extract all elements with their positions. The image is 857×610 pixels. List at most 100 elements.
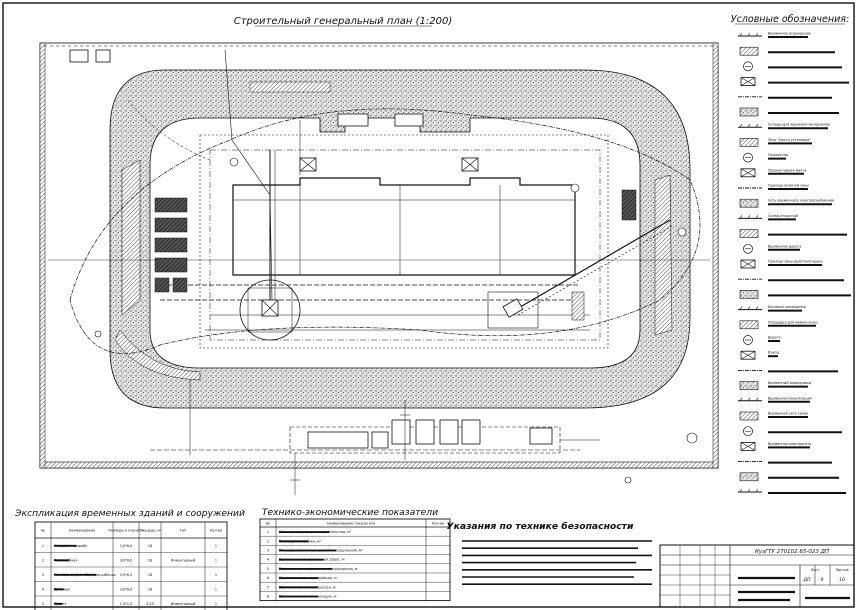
tower-crane-right [487, 219, 673, 329]
legend-item: Прожекторная мачта [740, 168, 806, 178]
explication-cell: 1 [215, 544, 217, 548]
tep-cell: 2 [267, 539, 269, 543]
legend-item: Временный водопровод [739, 381, 812, 390]
stamp-sheet: 9 [821, 577, 824, 583]
explication-cell: 1 [215, 573, 217, 577]
safety-notes [462, 540, 652, 586]
fence-line-icon [738, 32, 762, 37]
crosshatch-box-icon [738, 488, 762, 493]
circle-sign-icon [739, 138, 759, 147]
legend-item [739, 107, 839, 117]
tep-cell: 5 [267, 567, 269, 571]
legend-item [739, 472, 839, 482]
explication-header: Площадь, м² [139, 529, 162, 533]
plan-title: Строительный генеральный план (1:200) [234, 16, 453, 27]
explication-cell: Кладовая прораба [54, 544, 87, 548]
warning-triangle-icon [743, 61, 753, 72]
water-line-icon [739, 381, 759, 390]
tep-cell: 4 [267, 558, 269, 562]
legend-label: Сеть временного электроснабжения [768, 199, 834, 203]
tep-cell: Протяженность канализации, м [279, 595, 337, 599]
explication-cell: Душевая [54, 587, 70, 591]
half-circle-icon [738, 306, 762, 311]
legend-item [738, 96, 832, 99]
legend-item: Прожектор [743, 152, 788, 163]
explication-cell: 1 [215, 558, 217, 562]
tep-row: 2 Площадь застройки, м² [267, 539, 322, 543]
explication-cell: 3,0*6,0 [120, 544, 132, 548]
legend-title: Условные обозначения: [731, 14, 849, 25]
tep-cell: Протяженность электросети, м [279, 585, 336, 589]
legend-item: Временная сеть связи [739, 411, 808, 421]
legend-item: Бытовые помещения [738, 305, 806, 312]
line-b-icon [740, 441, 756, 451]
sewer-line-icon [738, 397, 762, 402]
comm-line-icon [739, 411, 759, 421]
legend-item [739, 46, 835, 56]
tep-cell: 6 [267, 576, 269, 580]
legend-item: Площадка для мойки колес [739, 320, 818, 330]
explication-cell: Гардеробная [54, 558, 77, 562]
explication-cell: 1 [215, 587, 217, 591]
tep-cell: Площадь территории строительства, м² [279, 530, 352, 534]
legend-item: Склад открытый [738, 214, 798, 221]
warehouses [69, 49, 479, 172]
legend-item [743, 61, 842, 72]
tep-cell: Протяженность временного ограждения, м [279, 567, 358, 571]
tep-cell: Протяженность водопровода, м [279, 576, 337, 580]
legend-item [738, 369, 838, 373]
crane-icon [739, 46, 759, 56]
legend-item: Временная дорога [743, 243, 801, 254]
gate-icon [743, 335, 753, 345]
legend-item: Граница зоны действия крана [740, 260, 822, 269]
legend-item: Знак "место установки" [739, 138, 812, 147]
explication-cell: 2,25 [146, 602, 154, 606]
explication-cell: 3,0*6,0 [120, 573, 132, 577]
tep-cell: 8 [267, 595, 269, 599]
legend-item [738, 461, 832, 464]
crane-zone-curve [69, 108, 701, 354]
tep-cell: Площадь застройки, м² [279, 539, 322, 543]
legend-item: Ворота [743, 335, 781, 345]
legend-label: Ворота [768, 336, 781, 340]
explication-cell: 2 [42, 558, 44, 562]
tep-title: Технико-экономические показатели [262, 507, 438, 518]
legend-item: Временное ограждение [738, 32, 811, 38]
explication-cell: 18 [148, 573, 152, 577]
power-line-icon [739, 198, 759, 208]
explication-cell: Туалет [53, 602, 66, 606]
stamp-stage: ДП [803, 577, 812, 583]
legend-label: Прожекторная мачта [768, 168, 806, 172]
legend-item: Сеть временного электроснабжения [739, 198, 834, 208]
tep-cell: 7 [267, 585, 269, 589]
temporary-buildings [289, 419, 561, 454]
legend-label: Временное ограждение [768, 32, 811, 36]
explication-cell: 1 [215, 602, 217, 606]
stamp-sheet-label: Лист [810, 568, 821, 572]
explication-header: Тип [179, 529, 187, 533]
entry-text-icon [740, 350, 756, 360]
title-block [659, 544, 855, 608]
explication-header: Размеры в плане, м [108, 529, 143, 533]
line-a-icon [743, 426, 753, 437]
legend-label: Бытовые помещения [768, 305, 806, 309]
legend-label: Въезд [768, 351, 780, 355]
legend-label: Временная канализация [768, 396, 812, 400]
explication-cell: Инвентарный [171, 558, 195, 562]
legend-label: Знак "место установки" [768, 138, 811, 142]
legend-label: Склад открытый [768, 214, 798, 218]
tep-header: Кол-во [432, 522, 444, 526]
legend-label: Временная электросеть [768, 442, 811, 446]
stamp-sheets-label: Листов [834, 568, 848, 572]
legend-item: Склады для хранения материалов [738, 123, 830, 130]
explication-cell: 1 [42, 544, 44, 548]
legend-label: Временная дорога [768, 244, 801, 248]
